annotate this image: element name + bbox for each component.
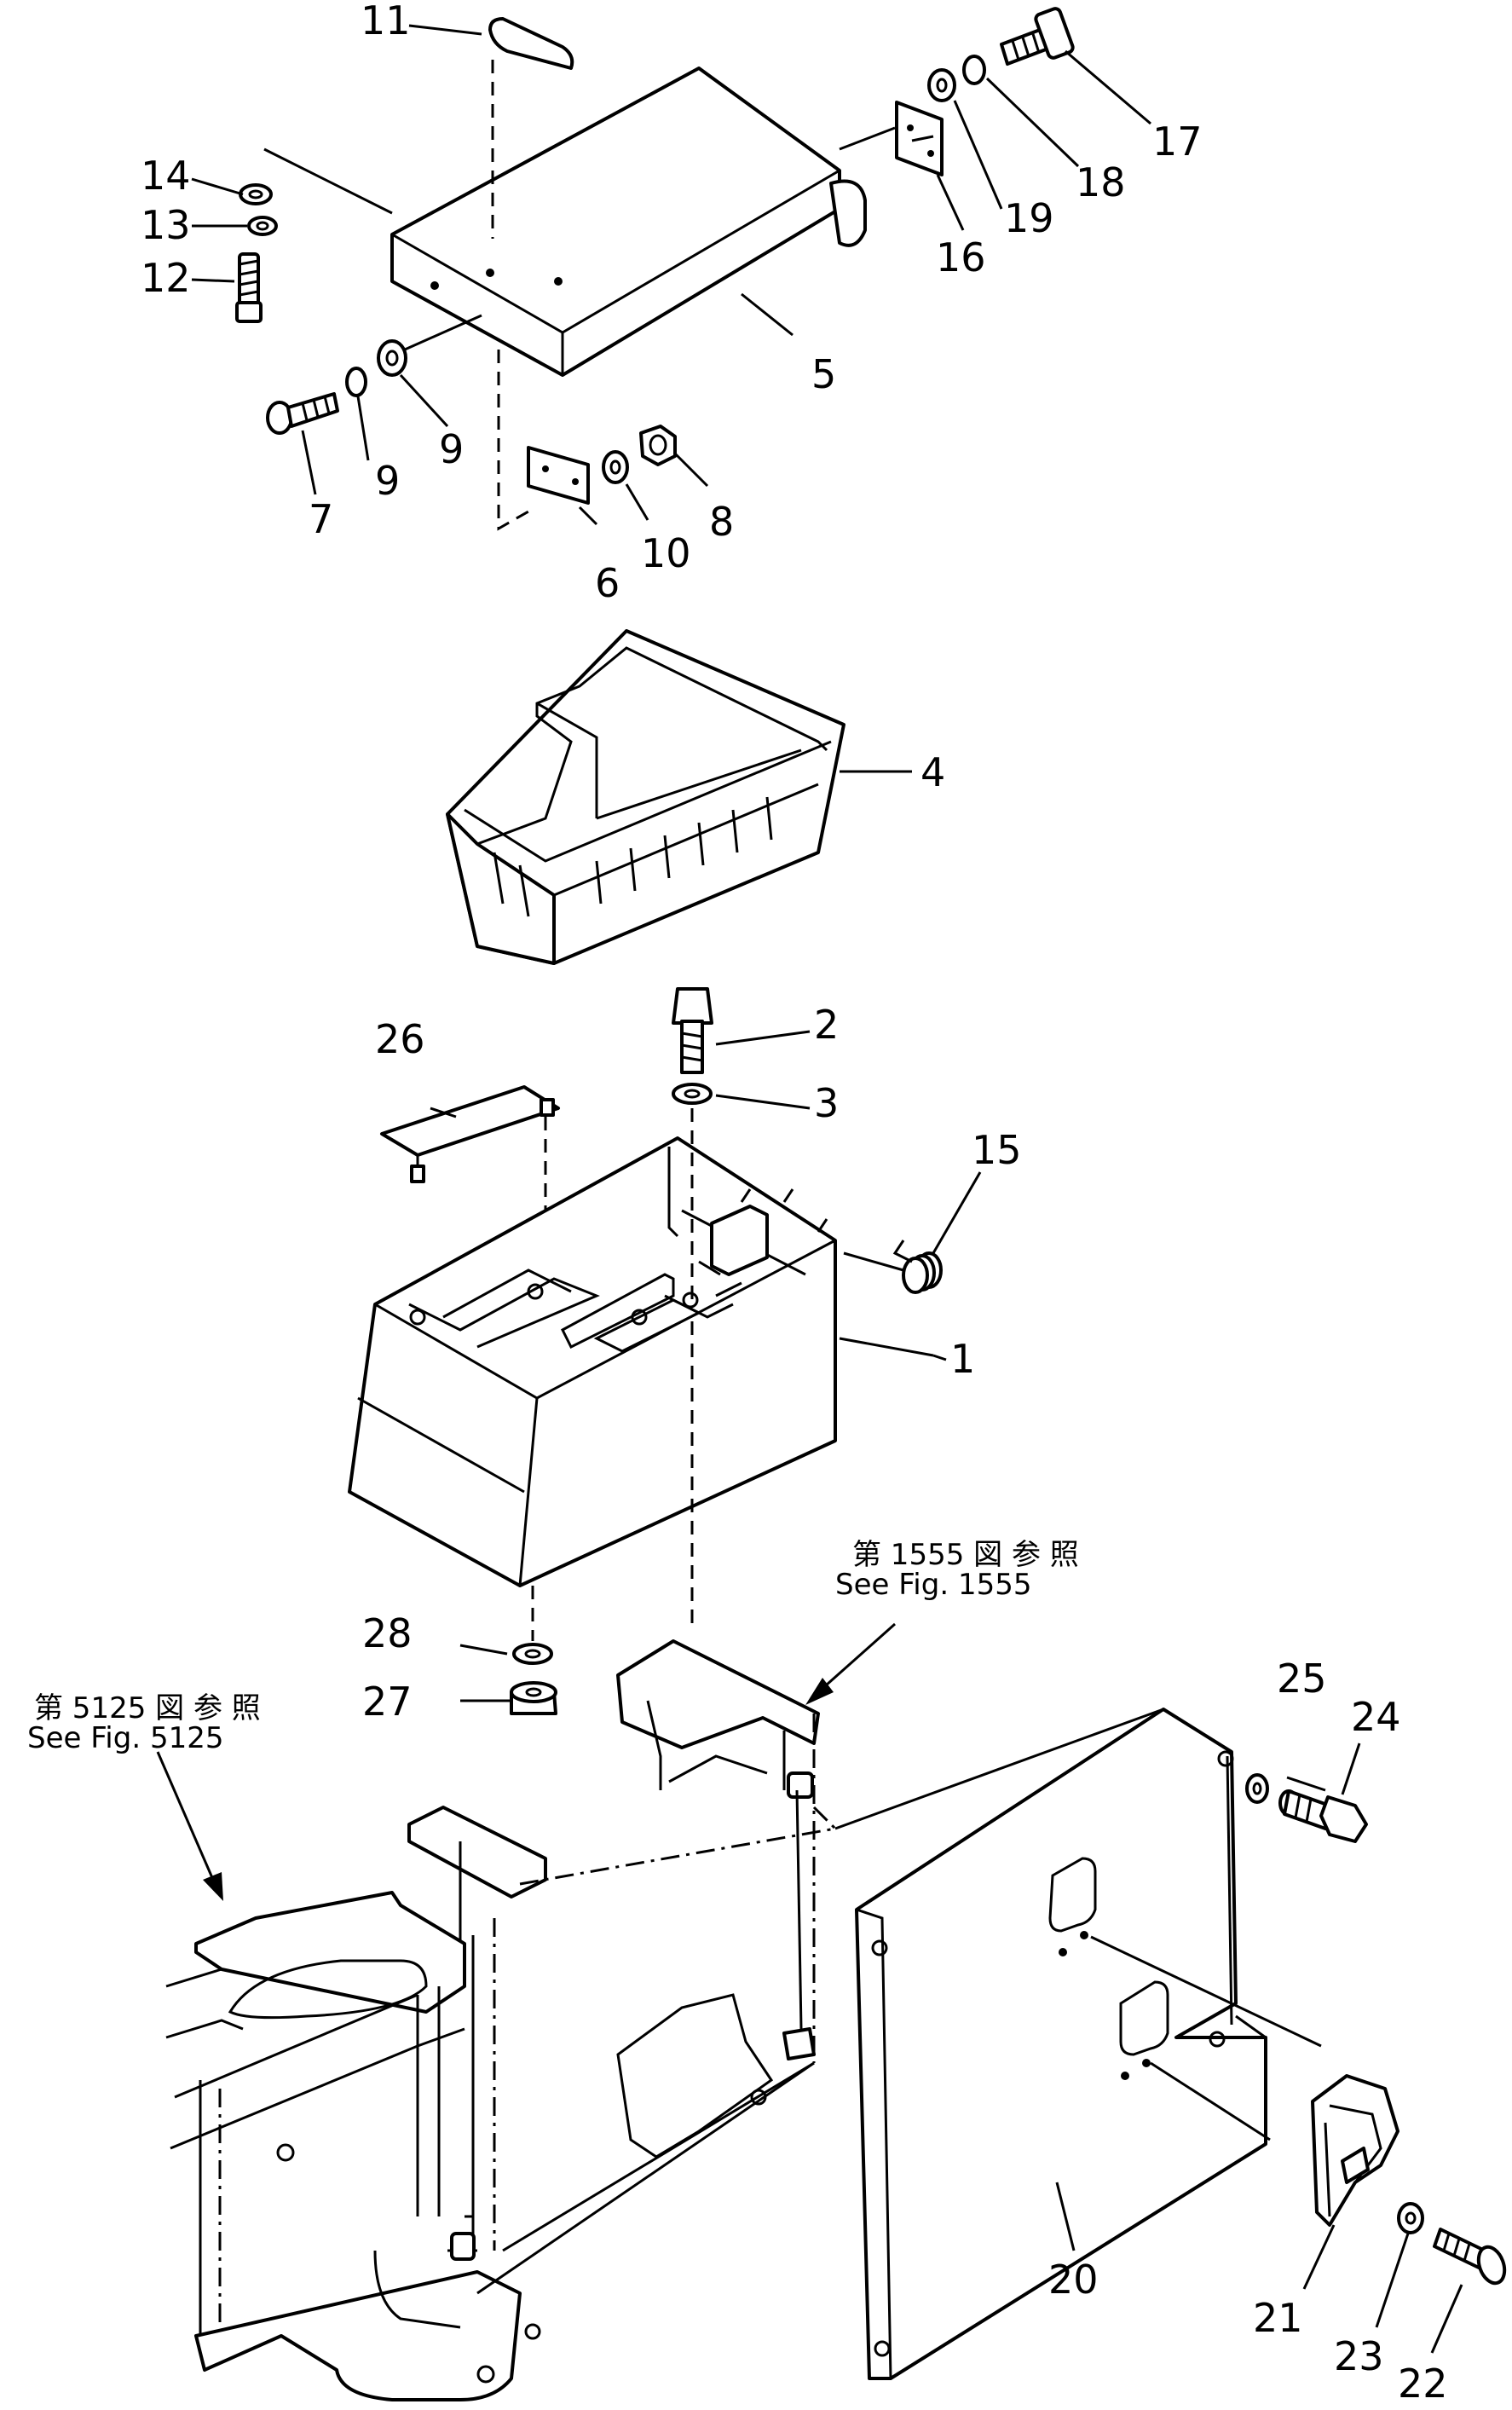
label-20: 20	[1048, 2257, 1099, 2303]
side-panel-part-20	[834, 1708, 1267, 2380]
bolt-part-22	[1433, 2228, 1507, 2286]
label-17: 17	[1152, 118, 1203, 165]
ref-1555-en: See Fig. 1555	[835, 1568, 1031, 1602]
washer-part-25	[1245, 1773, 1269, 1804]
label-8: 8	[709, 499, 734, 545]
label-16: 16	[936, 234, 986, 280]
bolt-part-7	[266, 392, 339, 435]
spring-washer-part-18	[962, 55, 986, 85]
tray-part-4	[446, 629, 845, 965]
label-3: 3	[814, 1080, 839, 1126]
plate-part-6	[527, 446, 590, 505]
label-1: 1	[950, 1336, 975, 1382]
label-24: 24	[1351, 1694, 1401, 1740]
washer-part-28	[512, 1643, 553, 1665]
spring-washer-part-13	[247, 216, 278, 236]
ref-5125-en: See Fig. 5125	[27, 1721, 223, 1755]
washer-part-9b	[377, 339, 407, 377]
washer-part-19	[927, 68, 956, 102]
lid-part-5	[390, 66, 867, 377]
frame-structure	[165, 1639, 837, 2401]
box-part-1	[348, 1136, 837, 1587]
washer-part-3	[672, 1083, 713, 1105]
washer-part-9a	[345, 367, 367, 397]
bolt-part-17	[1000, 7, 1075, 66]
label-27: 27	[362, 1679, 413, 1725]
label-11: 11	[361, 0, 411, 43]
hinge-plate-part-16	[895, 101, 944, 176]
reference-arrow-5125	[156, 1751, 223, 1901]
label-14: 14	[141, 153, 191, 199]
spring-part-15	[892, 1240, 943, 1294]
label-19: 19	[1004, 195, 1054, 241]
label-28: 28	[362, 1610, 413, 1656]
label-10: 10	[641, 530, 691, 576]
label-4: 4	[920, 749, 945, 795]
ref-1555-jp: 第 1555 図 参 照	[852, 1538, 1079, 1572]
label-15: 15	[972, 1127, 1022, 1173]
label-25: 25	[1277, 1656, 1327, 1702]
label-6: 6	[595, 560, 620, 606]
label-13: 13	[141, 202, 191, 248]
label-26: 26	[375, 1016, 425, 1062]
washer-part-14	[239, 183, 273, 205]
reference-arrow-1555	[805, 1622, 896, 1705]
handle-part-11	[488, 17, 574, 70]
bolt-part-2	[672, 987, 713, 1074]
label-21: 21	[1253, 2295, 1303, 2341]
leader-lines	[191, 24, 1463, 2354]
washer-part-10	[602, 450, 629, 484]
label-9a: 9	[375, 458, 400, 504]
washer-part-23	[1397, 2202, 1424, 2234]
label-22: 22	[1398, 2361, 1448, 2407]
label-5: 5	[811, 351, 836, 397]
label-9b: 9	[439, 426, 464, 472]
cover-plate-part-26	[380, 1085, 560, 1183]
bolt-part-12	[235, 252, 263, 323]
label-18: 18	[1076, 159, 1126, 205]
ref-5125-jp: 第 5125 図 参 照	[34, 1691, 261, 1725]
label-23: 23	[1334, 2333, 1384, 2379]
label-2: 2	[814, 1002, 839, 1048]
latch-part-21	[1311, 2074, 1399, 2227]
nut-part-27	[510, 1681, 557, 1715]
bolt-part-24	[1278, 1789, 1368, 1843]
label-7: 7	[309, 496, 333, 542]
label-12: 12	[141, 255, 191, 301]
nut-part-8	[639, 425, 677, 466]
